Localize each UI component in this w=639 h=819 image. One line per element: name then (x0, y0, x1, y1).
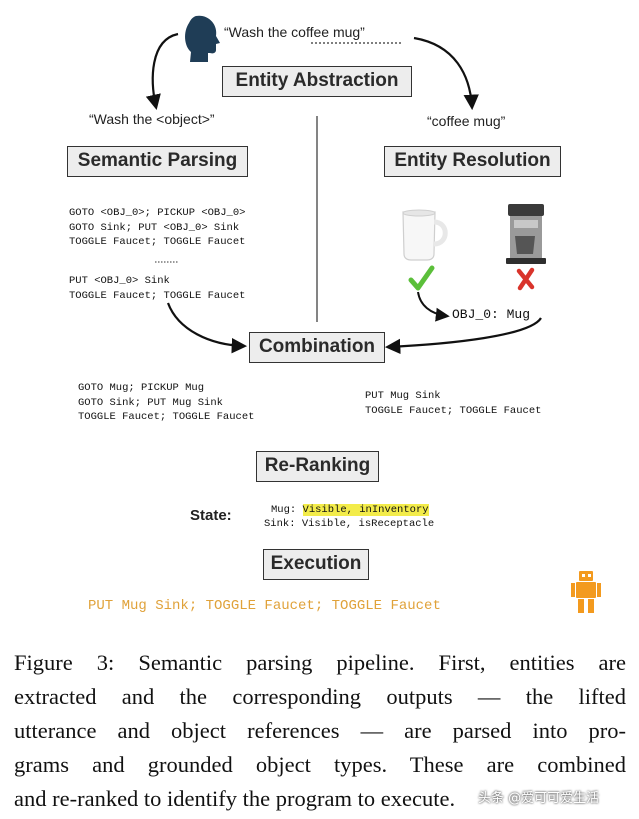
caption-line: grams and grounded object types. These a… (14, 752, 626, 777)
arrow-parsing-to-combination (166, 302, 248, 354)
execution-box: Execution (263, 549, 369, 580)
lifted-utterance-text: “Wash the <object>” (89, 111, 215, 127)
parse-program-line: GOTO <OBJ_0>; PICKUP <OBJ_0> (69, 207, 246, 219)
caption-line: Figure 3: Semantic parsing pipeline. Fir… (14, 650, 626, 675)
arrow-to-lifted-utterance (145, 32, 179, 111)
person-head-icon (185, 15, 220, 62)
caption-line: and re-ranked to identify the program to… (14, 786, 456, 811)
watermark: 头条 @爱可可爱生活 (478, 791, 600, 806)
parse-program-line: TOGGLE Faucet; TOGGLE Faucet (69, 236, 246, 248)
combined-program-line: PUT Mug Sink (365, 390, 441, 402)
combined-program-line: GOTO Mug; PICKUP Mug (78, 382, 205, 394)
execution-program: PUT Mug Sink; TOGGLE Faucet; TOGGLE Fauc… (88, 598, 441, 614)
arrow-resolution-to-combination (384, 317, 542, 355)
utterance-text: “Wash the coffee mug” (224, 24, 365, 40)
parse-program-line: GOTO Sink; PUT <OBJ_0> Sink (69, 221, 240, 234)
object-reference-text: “coffee mug” (427, 113, 506, 129)
coffee-maker-icon (506, 204, 546, 264)
combined-program-line: TOGGLE Faucet; TOGGLE Faucet (365, 404, 542, 417)
state-mug-key: Mug: (271, 504, 297, 516)
check-icon (408, 265, 435, 291)
state-sink-value: Visible, isReceptacle (301, 518, 435, 530)
caption-line: extracted and the corresponding outputs … (14, 684, 626, 709)
resolution-result: OBJ_0: Mug (452, 307, 531, 322)
mug-icon (402, 209, 448, 261)
combined-program-line: GOTO Sink; PUT Mug Sink (78, 396, 223, 409)
parse-program-line: TOGGLE Faucet; TOGGLE Faucet (69, 289, 246, 302)
arrow-check-to-result (417, 291, 450, 322)
state-mug-row: Mug: Visible, inInventory (271, 503, 429, 518)
state-mug-value: Visible, inInventory (302, 504, 429, 516)
parse-programs-bottom: PUT <OBJ_0> Sink TOGGLE Faucet; TOGGLE F… (69, 274, 245, 303)
entity-resolution-box: Entity Resolution (384, 146, 561, 177)
combined-programs-right: PUT Mug Sink TOGGLE Faucet; TOGGLE Fauce… (365, 389, 541, 418)
re-ranking-box: Re-Ranking (256, 451, 379, 482)
parse-programs-top: GOTO <OBJ_0>; PICKUP <OBJ_0> GOTO Sink; … (69, 206, 245, 250)
combined-program-line: TOGGLE Faucet; TOGGLE Faucet (78, 411, 255, 423)
parse-program-line: PUT <OBJ_0> Sink (69, 275, 170, 287)
robot-icon (571, 571, 601, 613)
combined-programs-left: GOTO Mug; PICKUP Mug GOTO Sink; PUT Mug … (78, 381, 254, 425)
state-label: State: (190, 507, 232, 524)
state-sink-key: Sink: (264, 518, 296, 530)
combination-box: Combination (249, 332, 385, 363)
figure-caption: Figure 3: Semantic parsing pipeline. Fir… (14, 646, 626, 816)
arrow-to-object-reference (413, 36, 479, 111)
state-sink-row: Sink: Visible, isReceptacle (264, 517, 434, 532)
cross-icon (516, 267, 535, 291)
caption-line: utterance and object references — are pa… (14, 718, 626, 743)
entity-abstraction-box: Entity Abstraction (222, 66, 412, 97)
semantic-parsing-box: Semantic Parsing (67, 146, 248, 177)
figure-connectors (145, 15, 601, 613)
